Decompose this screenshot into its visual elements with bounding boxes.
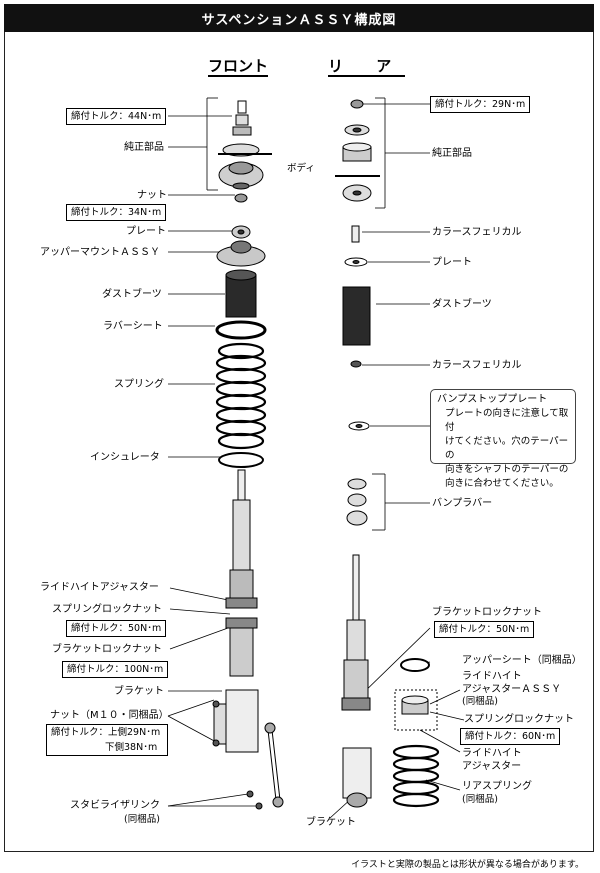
rubber-seat-label: ラバーシート: [103, 321, 163, 332]
rear-rha-label-2: アジャスター: [462, 761, 522, 772]
rear-dust-boot-label: ダストブーツ: [432, 299, 492, 310]
front-header: フロント: [208, 57, 269, 77]
rear-genuine-parts-label: 純正部品: [432, 148, 472, 159]
rear-header: リ ア: [328, 57, 406, 77]
bump-stop-note-box: バンプストッププレート プレートの向きに注意して取付 けてください。穴のテーパー…: [430, 389, 576, 489]
rear-spring-lock-nut-label: スプリングロックナット: [464, 714, 574, 725]
body-label: ボディ: [287, 163, 315, 174]
front-torque-top: 締付トルク：44N･m: [66, 108, 167, 125]
front-genuine-parts-label: 純正部品: [124, 142, 164, 153]
collar-spherical-1-label: カラースフェリカル: [432, 227, 522, 238]
bump-stop-title: バンプストッププレート: [437, 394, 548, 405]
upper-sheet-label: アッパーシート（同梱品）: [462, 655, 582, 666]
front-bracket-lock-nut-label: ブラケットロックナット: [52, 644, 162, 655]
front-torque-nut: 締付トルク：34N･m: [66, 204, 167, 221]
diagram-title: サスペンションＡＳＳＹ構成図: [4, 4, 594, 32]
front-plate-label: プレート: [126, 226, 166, 237]
rha-assy-label-2: アジャスターＡＳＳＹ: [462, 684, 562, 695]
bump-stop-note-2: けてください。穴のテーパーの: [445, 436, 569, 461]
rha-assy-label-3: (同梱品): [462, 696, 498, 707]
front-torque-spring-lock: 締付トルク：50N･m: [66, 620, 167, 637]
rear-torque-spring-lock: 締付トルク：60N･m: [460, 728, 561, 745]
bump-stop-note-3: 向きをシャフトのテーパーの: [445, 464, 569, 475]
torque-m10-box: 締付トルク：上側29N･m 下側38N･m: [46, 724, 168, 756]
nut-m10-label: ナット（M１０・同梱品）: [50, 710, 169, 721]
upper-mount-label: アッパーマウントＡＳＳＹ: [40, 247, 160, 258]
insulator-label: インシュレータ: [90, 452, 160, 463]
spring-label: スプリング: [114, 379, 164, 390]
rear-rha-label-1: ライドハイト: [462, 748, 522, 759]
rha-assy-label-1: ライドハイト: [462, 671, 522, 682]
rear-bracket-lock-nut-label: ブラケットロックナット: [432, 607, 542, 618]
rear-plate-label: プレート: [432, 257, 472, 268]
rear-torque-top: 締付トルク：29N･m: [430, 96, 531, 113]
torque-m10-upper: 締付トルク：上側29N･m: [51, 727, 161, 738]
rear-bracket-label: ブラケット: [306, 817, 356, 828]
torque-m10-lower: 下側38N･m: [105, 742, 158, 753]
front-torque-bracket-lock: 締付トルク：100N･m: [62, 661, 169, 678]
rear-spring-sub: (同梱品): [462, 794, 498, 805]
front-nut-label: ナット: [137, 190, 167, 201]
bump-rubber-label: バンプラバー: [432, 498, 493, 509]
front-ride-height-adjuster-label: ライドハイトアジャスター: [40, 582, 159, 593]
stabilizer-link-label: スタビライザリンク: [70, 800, 160, 811]
bump-stop-note-4: 向きに合わせてください。: [445, 478, 559, 489]
footer-disclaimer: イラストと実際の製品とは形状が異なる場合があります。: [351, 860, 584, 870]
rear-torque-bracket-lock: 締付トルク：50N･m: [434, 621, 535, 638]
rear-spring-label: リアスプリング: [462, 781, 532, 792]
front-spring-lock-nut-label: スプリングロックナット: [52, 604, 162, 615]
front-bracket-label: ブラケット: [114, 686, 164, 697]
front-dust-boot-label: ダストブーツ: [102, 289, 162, 300]
bump-stop-note-1: プレートの向きに注意して取付: [445, 408, 569, 433]
stabilizer-link-sub: (同梱品): [124, 814, 160, 825]
collar-spherical-2-label: カラースフェリカル: [432, 360, 522, 371]
